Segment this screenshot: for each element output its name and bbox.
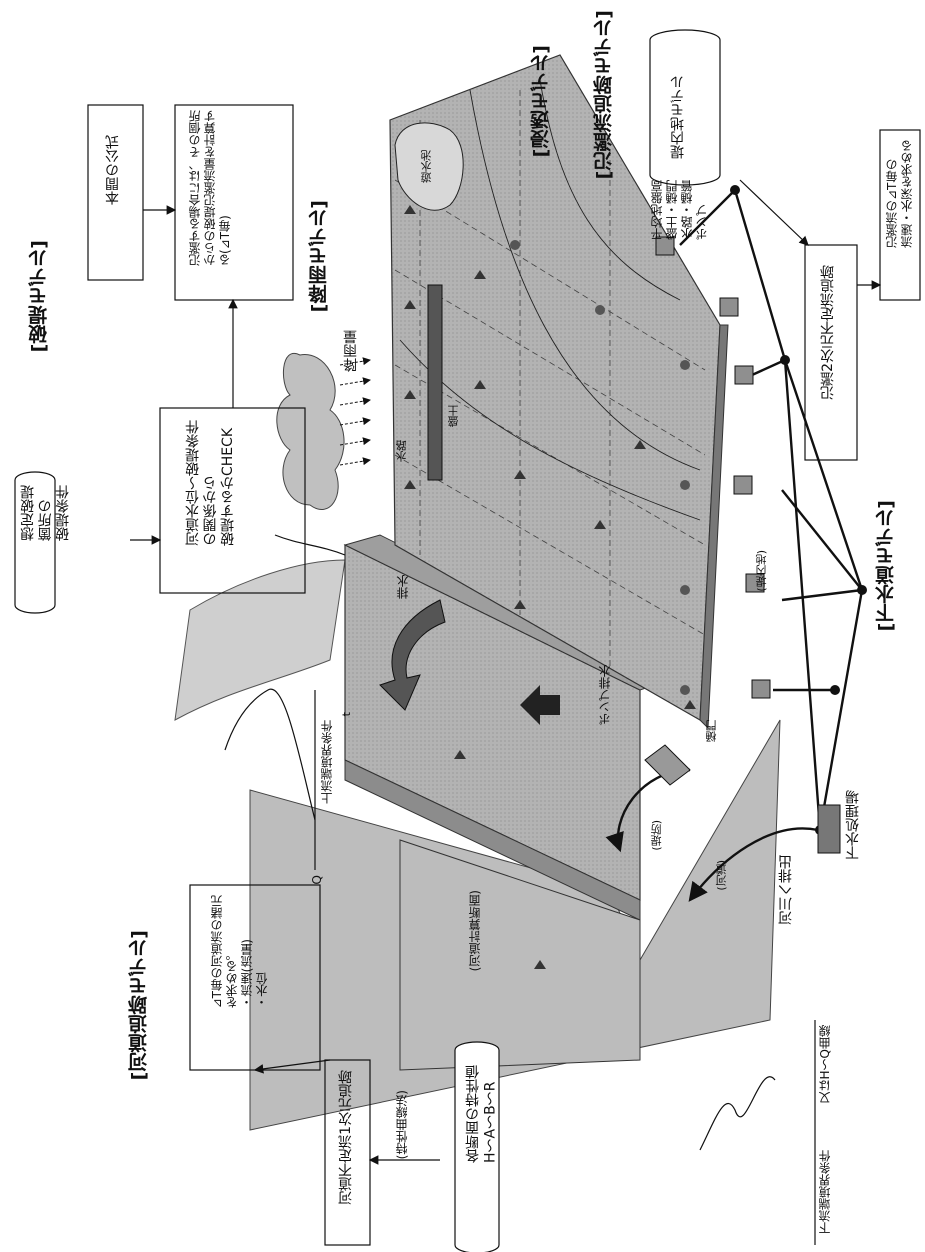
inundation-boxes <box>649 29 921 461</box>
plain-manholes <box>510 240 690 695</box>
levee-label: (堤防) <box>650 820 663 851</box>
inundation-model-title: [氾濫流追跡モデル] <box>593 10 615 180</box>
pump-drainage-label: ポンプ排水 <box>598 665 612 725</box>
landside-model-items: 平均地盤高 盛土・樋門 水路・樋管 ポンプ <box>650 180 709 240</box>
embankment-fill <box>427 284 443 481</box>
sewer-nodes <box>730 185 867 835</box>
characteristic-method-label: (特性曲線法) <box>395 1090 409 1160</box>
upstream-hydrograph <box>224 688 316 821</box>
landside-front-face <box>699 324 729 730</box>
inundation-arrows <box>739 179 882 290</box>
channel-1d-box: 河道不定流1次元追跡 <box>338 1070 354 1205</box>
assumed-breach-conditions: 想定破堤 箇所の 破堤条件 <box>20 485 71 541</box>
flow-arrows <box>404 205 696 969</box>
honma-formula-box: 本間の公式 <box>105 135 121 205</box>
drainage-arrow <box>379 599 446 711</box>
t-axis-label: t <box>340 712 353 717</box>
retention-pond <box>394 122 464 211</box>
drainage-label: 排水 <box>396 575 410 599</box>
treatment-plant-label: 下水処理場 <box>845 790 861 860</box>
sewer-boxes <box>655 236 771 699</box>
rainfall-model-title: [降雨モデル] <box>308 200 330 313</box>
breach-check-box: 河道水位〜破堤条件 の関係から 破堤するかCHECK <box>185 420 236 546</box>
channel-block <box>399 839 641 1071</box>
channel-boxes <box>189 884 500 1252</box>
upstream-boundary-label: 上流端境界条件 <box>320 720 334 804</box>
section-properties-box: 各断面の特性値 H〜A〜B〜R <box>465 1065 499 1163</box>
hq-curve-label: 又はH〜Q曲線 <box>818 1025 832 1104</box>
waterway-label: 水路 <box>395 440 408 462</box>
rain-cloud <box>276 352 345 511</box>
treatment-plant <box>817 804 841 854</box>
river-flow-arrow <box>520 685 560 725</box>
plant-discharge-pipe <box>688 827 819 902</box>
river-channel-label: (河道) <box>715 860 728 891</box>
inundation-2d-box: 氾濫2次元不定流追跡 <box>820 265 836 400</box>
breach-arrows <box>130 205 346 556</box>
sewer-model-title: [下水道モデル] <box>875 500 897 632</box>
sluice-label: 樋門 <box>705 720 718 742</box>
inundation-result-box: 氾濫流の⊿T毎の 流速・水深を求める <box>885 140 914 248</box>
channel-model-title: [河道追跡モデル] <box>128 930 150 1081</box>
rain-lines <box>339 357 371 466</box>
downstream-hydrograph <box>699 1076 776 1151</box>
breach-model-title: [破堤モデル] <box>28 240 50 353</box>
landside-label: (堤内地) <box>755 550 768 592</box>
embankment-label: 盛土 <box>447 405 460 427</box>
downstream-boundary-label: 下流端境界条件 <box>818 1150 832 1234</box>
river-terrain-left <box>174 559 346 721</box>
channel-section-label: (河道計算断面) <box>468 890 482 972</box>
retention-pond-label: 遊水池 <box>420 150 433 183</box>
rainfall-amount-label: 降雨量 <box>343 330 359 372</box>
q-axis-label: Q <box>310 875 324 885</box>
river-discharge-label: 河川へ排出 <box>778 855 794 925</box>
infiltration-model-title: [浸透モデル] <box>530 45 552 158</box>
channel-result-box: ⊿T毎の河道流の諸元 を求める。 ・流速(流量) ・水位 <box>210 895 269 1009</box>
landside-model-label: 堤内地モデル <box>670 75 686 159</box>
breach-overflow-box: 氾濫する場合には、その個所 からの破堤氾濫流量を計算す る(⊿T毎) <box>188 110 232 266</box>
channel-arrows <box>224 688 816 1245</box>
sluice-gate <box>644 744 691 786</box>
